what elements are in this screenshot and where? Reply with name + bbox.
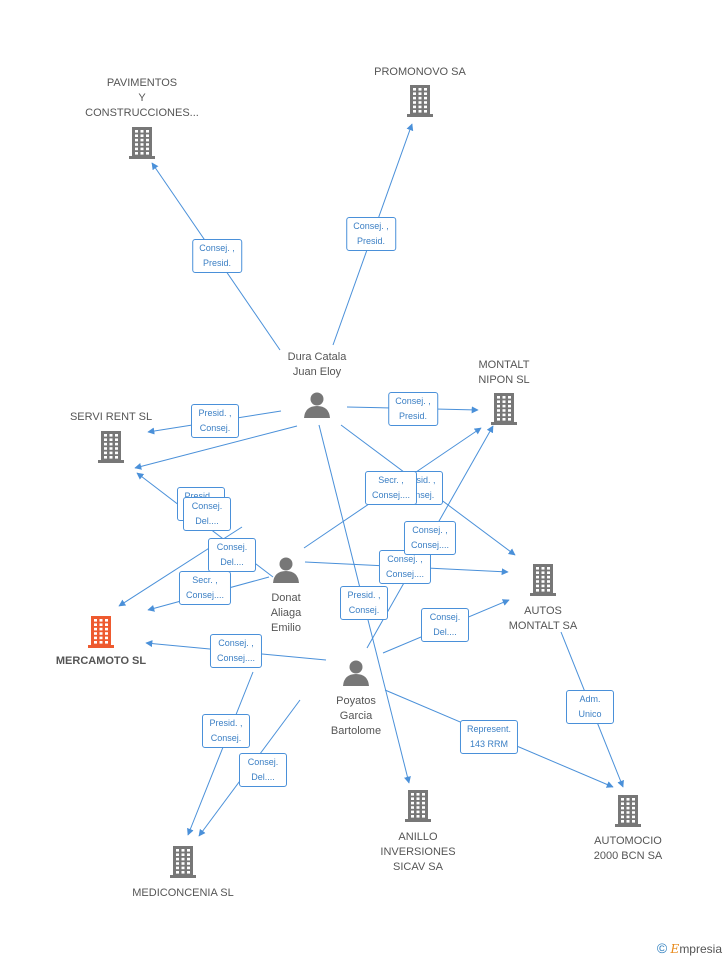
brand-logo-text: mpresia — [679, 942, 722, 956]
edge-role-label-e11[interactable]: Consej. , Consej.... — [403, 521, 457, 555]
brand-logo-letter: E — [670, 942, 680, 956]
edge-role-label-e12[interactable]: Presid. , Consej. — [340, 586, 388, 620]
edge-role-label-e18[interactable]: Adm. Unico — [566, 690, 614, 724]
person-icon-donat[interactable] — [273, 557, 299, 584]
edge-role-label-e10[interactable]: Consej. , Consej.... — [378, 550, 432, 584]
edge-role-label-e4[interactable]: Presid. , Consej. — [191, 404, 239, 438]
edge-role-label-e3[interactable]: Consej. , Presid. — [388, 392, 438, 426]
footer-brand: © Empresia — [657, 940, 722, 956]
company-label-montalt_nipon: MONTALT NIPON SL — [478, 359, 530, 386]
edge-role-label-e14[interactable]: Consej. , Consej.... — [209, 634, 263, 668]
edge-line-e5 — [134, 425, 298, 470]
edge-role-label-e17[interactable]: Represent. 143 RRM — [459, 720, 519, 754]
edge-role-label-e9[interactable]: Secr. , Consej.... — [178, 571, 232, 605]
edge-role-label-e7[interactable]: Secr. , Consej.... — [364, 471, 418, 505]
company-building-icon-mediconcenia[interactable] — [170, 846, 196, 878]
copyright-icon: © — [656, 940, 668, 956]
edge-role-label-e19[interactable]: Presid. , Consej. — [202, 714, 250, 748]
person-label-poyatos: Poyatos Garcia Bartolome — [330, 695, 382, 737]
company-building-icon-promonovo[interactable] — [407, 85, 433, 117]
edge-role-label-e15[interactable]: Consej. Del.... — [421, 608, 469, 642]
edge-role-label-e1[interactable]: Consej. , Presid. — [192, 239, 242, 273]
company-label-servi_rent: SERVI RENT SL — [69, 411, 153, 423]
company-label-promonovo: PROMONOVO SA — [374, 66, 466, 78]
company-label-pavimentos: PAVIMENTOS Y CONSTRUCCIONES... — [85, 77, 199, 119]
company-building-icon-anillo[interactable] — [405, 790, 431, 822]
edge-role-label-e13[interactable]: Consej. Del.... — [183, 497, 231, 531]
person-icon-dura[interactable] — [304, 392, 330, 419]
company-building-icon-automocio[interactable] — [615, 795, 641, 827]
company-building-icon-servi_rent[interactable] — [98, 431, 124, 463]
edge-role-label-e2[interactable]: Consej. , Presid. — [346, 217, 396, 251]
person-label-dura: Dura Catala Juan Eloy — [287, 351, 347, 378]
company-building-icon-autos_montalt[interactable] — [530, 564, 556, 596]
company-label-anillo: ANILLO INVERSIONES SICAV SA — [380, 831, 456, 873]
edge-role-label-e16[interactable]: Consej. Del.... — [239, 753, 287, 787]
company-building-icon-montalt_nipon[interactable] — [491, 393, 517, 425]
company-label-automocio: AUTOMOCIO 2000 BCN SA — [593, 835, 663, 862]
edge-role-label-e8[interactable]: Consej. Del.... — [208, 538, 256, 572]
company-building-icon-pavimentos[interactable] — [129, 127, 155, 159]
company-label-mercamoto: MERCAMOTO SL — [55, 655, 147, 667]
company-label-autos_montalt: AUTOS MONTALT SA — [508, 605, 578, 632]
edge-line-e19 — [187, 671, 254, 836]
company-label-mediconcenia: MEDICONCENIA SL — [132, 887, 234, 899]
company-building-icon-mercamoto[interactable] — [88, 616, 114, 648]
person-icon-poyatos[interactable] — [343, 660, 369, 687]
person-label-donat: Donat Aliaga Emilio — [270, 592, 302, 634]
